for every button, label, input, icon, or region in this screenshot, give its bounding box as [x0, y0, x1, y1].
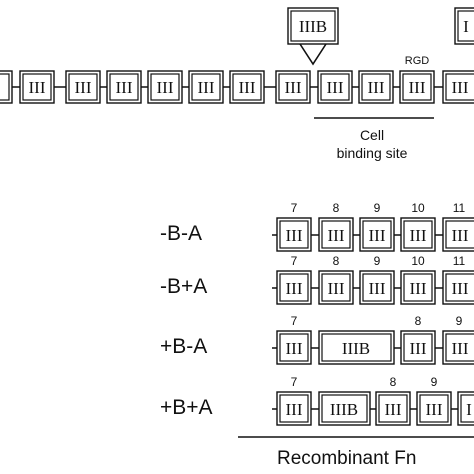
domain-iii-2: III	[65, 70, 101, 104]
domain-iii: III	[400, 217, 436, 252]
domain-iii: III	[276, 270, 312, 305]
construct-row-minusB-minusA: -B-A 7 8 9 10 11 III III III III III	[160, 201, 474, 252]
row-label: -B+A	[160, 275, 207, 298]
repeat-number: 11	[453, 201, 466, 215]
repeat-number: 8	[333, 201, 340, 215]
repeat-number: 9	[374, 201, 381, 215]
svg-text:III: III	[369, 226, 386, 245]
repeat-number: 7	[291, 314, 298, 328]
svg-text:III: III	[410, 226, 427, 245]
svg-text:III: III	[286, 279, 303, 298]
row-label: +B-A	[160, 335, 207, 358]
repeat-number: 10	[411, 201, 425, 215]
domain-iii-partial-right: III	[442, 70, 474, 104]
repeat-number: 10	[411, 254, 425, 268]
domain-iii-1: III	[19, 70, 55, 104]
repeat-number: 7	[291, 375, 298, 389]
fibronectin-strand: III III III III III III	[0, 7, 474, 161]
domain-iii: III	[276, 391, 312, 426]
iiib-insertion-callout: IIIB	[287, 7, 339, 66]
domain-iiib: IIIB	[318, 330, 395, 365]
domain-a-partial: I	[457, 391, 474, 426]
iiib-callout-label: IIIB	[299, 17, 327, 36]
domain-iii-label: III	[452, 78, 469, 97]
row-label: +B+A	[160, 396, 213, 419]
repeat-number: 11	[453, 254, 466, 268]
domain-iiib: IIIB	[318, 391, 371, 426]
domain-iii-9: III	[358, 70, 394, 104]
repeat-number: 9	[374, 254, 381, 268]
domain-iii-5: III	[188, 70, 224, 104]
domain-iii-6: III	[229, 70, 265, 104]
domain-iii: III	[442, 330, 474, 365]
domain-iii-label: III	[198, 78, 215, 97]
domain-iii: III	[400, 330, 436, 365]
domain-iii: III	[276, 217, 312, 252]
cell-binding-label-line1: Cell	[360, 127, 384, 143]
domain-iii-label: III	[75, 78, 92, 97]
svg-text:III: III	[452, 279, 469, 298]
domain-iii: III	[375, 391, 411, 426]
iiia-callout-label: I	[463, 17, 469, 36]
domain-iii: III	[276, 330, 312, 365]
svg-text:I: I	[466, 400, 472, 419]
svg-text:III: III	[452, 339, 469, 358]
svg-text:III: III	[426, 400, 443, 419]
domain-iii-label: III	[116, 78, 133, 97]
construct-row-plusB-minusA: +B-A 7 8 9 III IIIB III III	[160, 314, 474, 365]
domain-iii: III	[416, 391, 452, 426]
svg-text:III: III	[452, 226, 469, 245]
domain-iii: III	[442, 270, 474, 305]
domain-iii-10: III	[399, 70, 435, 104]
svg-text:III: III	[328, 226, 345, 245]
domain-iii: III	[318, 217, 354, 252]
domain-iii-label: III	[29, 78, 46, 97]
construct-row-plusB-plusA: +B+A 7 8 9 III IIIB III III I	[160, 375, 474, 426]
repeat-number: 8	[390, 375, 397, 389]
repeat-number: 9	[456, 314, 463, 328]
svg-text:III: III	[286, 226, 303, 245]
svg-text:IIIB: IIIB	[330, 400, 358, 419]
svg-text:III: III	[286, 339, 303, 358]
domain-iii-4: III	[147, 70, 183, 104]
repeat-number: 8	[333, 254, 340, 268]
domain-iii-label: III	[368, 78, 385, 97]
svg-text:III: III	[410, 339, 427, 358]
domain-iii-label: III	[239, 78, 256, 97]
row-label: -B-A	[160, 222, 202, 245]
rgd-label: RGD	[405, 55, 430, 67]
repeat-number: 7	[291, 254, 298, 268]
repeat-number: 7	[291, 201, 298, 215]
svg-text:III: III	[410, 279, 427, 298]
domain-iii: III	[400, 270, 436, 305]
domain-iii: III	[318, 270, 354, 305]
svg-text:III: III	[369, 279, 386, 298]
domain-iii-3: III	[106, 70, 142, 104]
domain-partial-left	[0, 70, 13, 104]
domain-iii: III	[359, 270, 395, 305]
domain-iii-label: III	[285, 78, 302, 97]
svg-text:III: III	[328, 279, 345, 298]
domain-iii-label: III	[409, 78, 426, 97]
domain-iii-label: III	[327, 78, 344, 97]
domain-iii-8: III	[317, 70, 353, 104]
repeat-number: 9	[431, 375, 438, 389]
svg-text:III: III	[286, 400, 303, 419]
construct-row-minusB-plusA: -B+A 7 8 9 10 11 III III III III III	[160, 254, 474, 305]
repeat-number: 8	[415, 314, 422, 328]
domain-iii: III	[359, 217, 395, 252]
cell-binding-label-line2: binding site	[337, 145, 408, 161]
recombinant-fn-label: Recombinant Fn	[277, 448, 416, 469]
svg-text:IIIB: IIIB	[342, 339, 370, 358]
iiia-insertion-callout: I	[454, 7, 474, 45]
iiib-insertion-arrow	[299, 43, 327, 66]
domain-iii: III	[442, 217, 474, 252]
domain-iii-label: III	[157, 78, 174, 97]
svg-text:III: III	[385, 400, 402, 419]
domain-iii-7: III	[275, 70, 311, 104]
